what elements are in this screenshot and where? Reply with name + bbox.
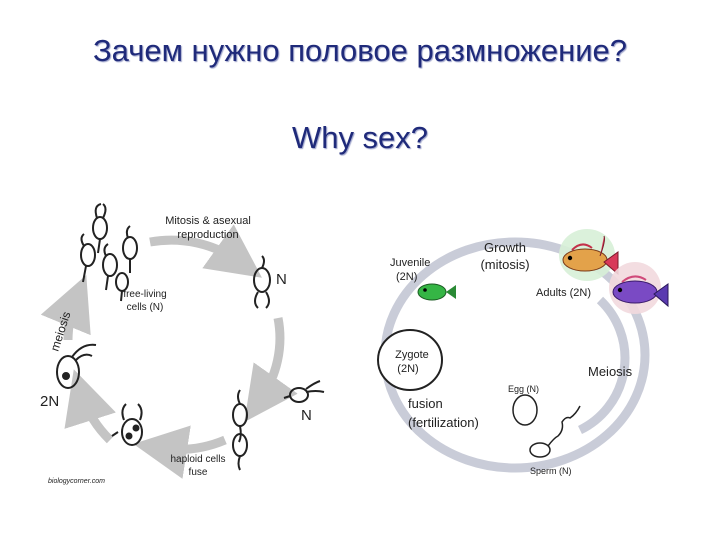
haploid-cell-right [283,380,325,403]
sperm-cell [529,405,581,458]
slide-title-english: Why sex? [291,120,429,155]
adults-label: Adults (2N) [536,287,591,299]
cycle-arrow-right [244,317,298,423]
adult-fish-illustration-1 [559,229,619,281]
zygote-label-line2: (2N) [397,363,418,375]
cycle-arrow-bottom [133,425,227,479]
zygote-label-line1: Zygote [395,349,429,361]
haploid-cell-top [253,255,271,309]
free-living-label-line1: free-living [123,289,166,300]
asexual-cycle-diagram: Mitosis & asexual reproduction N N free-… [40,203,325,485]
cycle-arrow-bottom-left [64,369,116,444]
growth-label-line1: Growth [484,240,526,255]
meiosis-label-right: Meiosis [588,364,633,379]
juvenile-label-line2: (2N) [396,271,417,283]
fusing-cells-illustration [111,389,248,471]
egg-label: Egg (N) [508,384,539,394]
mitosis-label-line1: Mitosis & asexual [165,215,251,227]
growth-label-line2: (mitosis) [480,257,529,272]
zygote-circle [377,329,443,391]
source-credit: biologycorner.com [48,478,105,485]
mitosis-label-line2: reproduction [177,229,238,241]
zygote-cell [56,343,97,389]
haploid-label-n-top: N [276,271,287,288]
juvenile-fish-illustration [417,283,456,301]
sperm-label: Sperm (N) [530,466,572,476]
haploid-fuse-label-line2: fuse [189,467,208,478]
slide-title-russian: Зачем нужно половое размножение? [92,33,628,68]
meiosis-ring-inner [577,296,630,435]
egg-cell [512,394,538,426]
juvenile-label-line1: Juvenile [390,257,430,269]
haploid-fuse-label-line1: haploid cells [170,454,225,465]
cycle-arrow-top [149,224,262,278]
adult-fish-illustration-2 [609,262,669,314]
diploid-label-2n: 2N [40,393,59,410]
haploid-label-n-right: N [301,407,312,424]
free-living-cells-illustration [80,203,138,302]
sexual-cycle-diagram: Growth (mitosis) Juvenile (2N) Adults (2… [377,229,669,476]
free-living-label-line2: cells (N) [127,302,164,313]
fusion-label-line1: fusion [408,396,443,411]
fusion-label-line2: (fertilization) [408,415,479,430]
cycle-arrow-left [40,275,91,341]
